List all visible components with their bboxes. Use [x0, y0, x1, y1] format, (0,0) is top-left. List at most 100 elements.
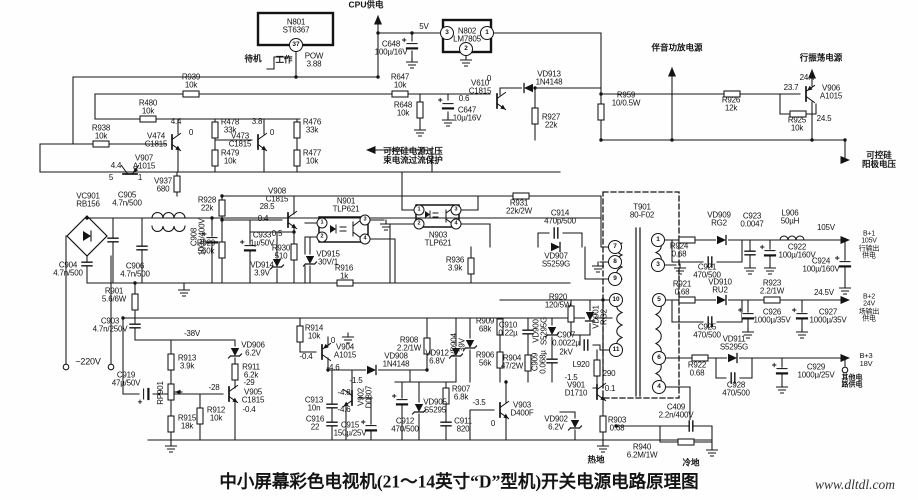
- ic-n801: N801 ST6367: [282, 17, 310, 35]
- t901-pin-5: 5: [652, 293, 666, 307]
- c919: [137, 386, 151, 405]
- label-24.4: 24.4: [799, 72, 815, 82]
- label-c929: C929 1000µ/25V: [797, 362, 835, 380]
- vd913: [521, 82, 535, 94]
- label-105v: 105V: [817, 222, 835, 232]
- label-r914: R914 10k: [304, 323, 324, 341]
- other-circuits-supply-label: 其他电 路供电: [841, 374, 863, 389]
- rp901-pot: [167, 383, 183, 401]
- audio-power-arrow: [667, 66, 677, 78]
- b1-output-label: B+1 105V 行输出 供电: [858, 230, 880, 260]
- label-r647: R647 10k: [390, 72, 410, 90]
- other-supply-terminal: [841, 366, 849, 374]
- label-r906: R906 56k: [475, 350, 495, 368]
- v473: [257, 132, 268, 152]
- t901-pin-4: 4: [652, 380, 666, 394]
- t901-pin-8: 8: [608, 255, 622, 269]
- label-pow: POW 3.88: [304, 51, 324, 69]
- label-1: 1: [137, 172, 143, 182]
- label-r909: R909 68k: [475, 316, 495, 334]
- label-r940: R940 6.2M/1W: [626, 442, 658, 460]
- t901-pin-10: 10: [609, 293, 623, 307]
- label-vd904: VD904 39V: [449, 333, 467, 357]
- transformer-t901: T901 80-F02: [629, 202, 655, 220]
- label--3.5: -3.5: [472, 397, 486, 407]
- label-c904: C904 4.7n/500: [53, 260, 83, 278]
- label-vd911: VD911 S5295G: [719, 334, 749, 352]
- label--0.4: -0.4: [242, 404, 256, 414]
- vd906: [227, 345, 243, 359]
- r901: [131, 293, 139, 311]
- v905: [228, 384, 239, 404]
- label-vd913: VD913 1N4148: [535, 69, 563, 87]
- cpu-power-arrow: [373, 14, 383, 26]
- scr-anode-voltage-annotation: 可控硅 阳极电压: [861, 150, 897, 169]
- label-r477: R477 10k: [302, 148, 322, 166]
- vd902: [567, 417, 583, 431]
- label-r931: R931 22k/2W: [506, 198, 532, 216]
- hot-ground-symbol: [596, 441, 610, 453]
- label-4.4: 4.4: [170, 116, 182, 126]
- r915: [167, 415, 175, 433]
- label-c647: C647 10µ/16V: [452, 105, 482, 123]
- label-c933: C933 1µ/50V: [249, 230, 275, 248]
- label-c912: C912 470/500: [391, 416, 419, 434]
- label-290: 290: [602, 368, 616, 378]
- n901-box: [318, 216, 369, 243]
- audio-amp-power-annotation: 伴音功放电源: [651, 42, 703, 53]
- r939: [182, 90, 200, 98]
- r921: [678, 296, 696, 304]
- r476: [293, 121, 301, 139]
- label-r939: R939 10k: [181, 72, 201, 90]
- c907: [582, 338, 590, 352]
- label-r938: R938 10k: [91, 123, 111, 141]
- r937: [173, 175, 181, 193]
- r914: [296, 325, 304, 343]
- label-c910: C910 0.22µ: [498, 320, 518, 338]
- label-0.6: 0.6: [458, 93, 470, 103]
- line-osc-power-annotation: 行振荡电源: [799, 52, 843, 63]
- b2-arrow: [839, 295, 851, 305]
- vd911: [726, 352, 740, 364]
- label-c925: C925 470/500: [693, 322, 721, 340]
- label-0: 0: [490, 418, 496, 428]
- r648: [416, 101, 424, 119]
- label-c923: C923 0.0047: [740, 211, 764, 229]
- label-0.5: 0.5: [271, 228, 283, 238]
- label-r904: R904 47/2W: [500, 353, 524, 371]
- standby-annotation: 待机: [244, 53, 262, 64]
- label-c907: C907 0.0022µ 2kV: [552, 330, 580, 357]
- label-0: 0: [330, 335, 336, 345]
- n801-pin-37: 37: [289, 38, 303, 52]
- scr-protection-annotation: 可控硅电源过压 束电流过流保护: [383, 146, 443, 165]
- t901-pin-7: 7: [608, 240, 622, 254]
- c906: [135, 244, 149, 252]
- r940: [677, 438, 695, 446]
- n802-pin-3: 3: [440, 26, 454, 40]
- vd908: [365, 364, 379, 376]
- n901-pin-4: 4: [359, 233, 371, 245]
- r929: [218, 241, 226, 259]
- ic-n901: N901 TLP621: [332, 196, 360, 214]
- label-vd914: VD914 3.9V: [250, 260, 274, 278]
- label-c919: C919 47µ/50V: [111, 370, 141, 388]
- r480: [139, 115, 157, 123]
- v474: [171, 132, 182, 152]
- label-c909: C909 0.068µ: [530, 350, 548, 374]
- label--1.5: -1.5: [564, 372, 578, 382]
- label-v906: V906 A1015: [819, 83, 843, 101]
- label-vc901: VC901 RB156: [76, 191, 100, 209]
- v906: [805, 84, 816, 104]
- label-r907: R907 6.8k: [451, 384, 471, 402]
- label--38v: -38V: [183, 328, 201, 338]
- label-vd901: VD901 RG2: [591, 305, 609, 329]
- label-v908: V908 C1815: [265, 186, 289, 204]
- n802-pin-1: 1: [480, 26, 494, 40]
- label-v473: V473 C1815: [228, 131, 252, 149]
- label--4.6: -4.6: [326, 362, 340, 372]
- r938: [92, 140, 110, 148]
- ic-n802: N802 LM7805: [453, 26, 481, 44]
- r927: [531, 107, 539, 125]
- label-r925: R925 10k: [787, 115, 807, 133]
